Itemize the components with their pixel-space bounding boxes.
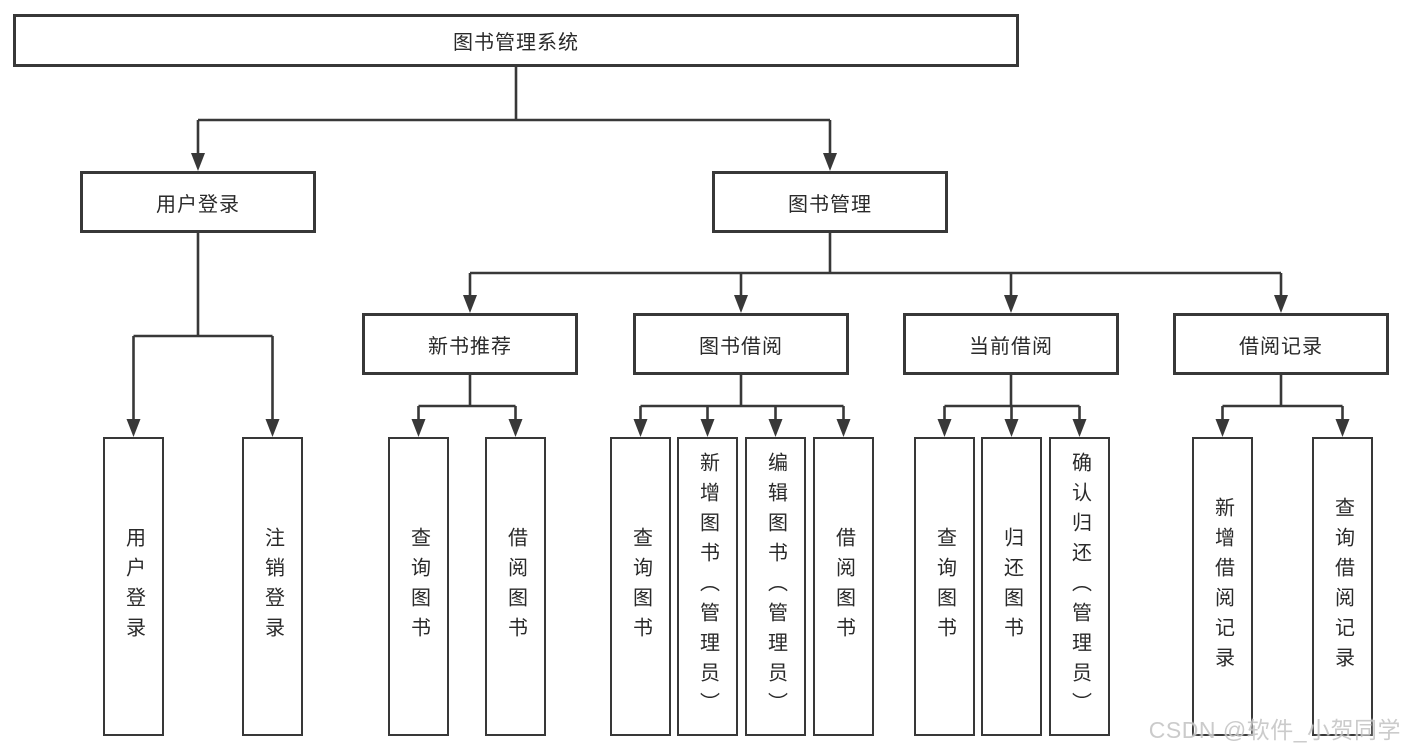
node-book-borrow: 图书借阅 [633, 313, 849, 375]
leaf-edit-book-admin: 编辑图书（管理员） [745, 437, 806, 736]
node-label: 图书管理系统 [453, 32, 579, 54]
node-label: 借阅图书 [504, 526, 527, 647]
node-label: 查询图书 [933, 526, 956, 647]
node-label: 用户登录 [122, 526, 145, 647]
leaf-query-borrow-record: 查询借阅记录 [1312, 437, 1373, 736]
node-label: 查询图书 [407, 526, 430, 647]
node-label: 当前借阅 [969, 335, 1053, 358]
leaf-query-book-recommend: 查询图书 [388, 437, 449, 736]
node-label: 借阅记录 [1239, 335, 1323, 358]
node-new-book-recommend: 新书推荐 [362, 313, 578, 375]
node-current-borrow: 当前借阅 [903, 313, 1119, 375]
node-label: 编辑图书（管理员） [764, 451, 787, 722]
node-root-library-system: 图书管理系统 [13, 14, 1019, 67]
leaf-add-borrow-record: 新增借阅记录 [1192, 437, 1253, 736]
node-label: 查询图书 [629, 526, 652, 647]
node-borrow-record: 借阅记录 [1173, 313, 1389, 375]
node-user-login: 用户登录 [80, 171, 316, 233]
node-book-management: 图书管理 [712, 171, 948, 233]
leaf-query-book-current: 查询图书 [914, 437, 975, 736]
leaf-return-book: 归还图书 [981, 437, 1042, 736]
node-label: 新增图书（管理员） [696, 451, 719, 722]
node-label: 借阅图书 [832, 526, 855, 647]
node-label: 新增借阅记录 [1211, 496, 1234, 677]
leaf-borrow-book-recommend: 借阅图书 [485, 437, 546, 736]
node-label: 确认归还（管理员） [1068, 451, 1091, 722]
node-label: 图书借阅 [699, 335, 783, 358]
node-label: 查询借阅记录 [1331, 496, 1354, 677]
leaf-confirm-return-admin: 确认归还（管理员） [1049, 437, 1110, 736]
node-label: 归还图书 [1000, 526, 1023, 647]
node-label: 新书推荐 [428, 335, 512, 358]
leaf-borrow-book: 借阅图书 [813, 437, 874, 736]
node-label: 注销登录 [261, 526, 284, 647]
node-label: 图书管理 [788, 193, 872, 216]
leaf-query-book-borrow: 查询图书 [610, 437, 671, 736]
leaf-logout: 注销登录 [242, 437, 303, 736]
leaf-add-book-admin: 新增图书（管理员） [677, 437, 738, 736]
leaf-user-login: 用户登录 [103, 437, 164, 736]
csdn-watermark: CSDN @软件_小贺同学 [1148, 717, 1401, 743]
node-label: 用户登录 [156, 193, 240, 216]
